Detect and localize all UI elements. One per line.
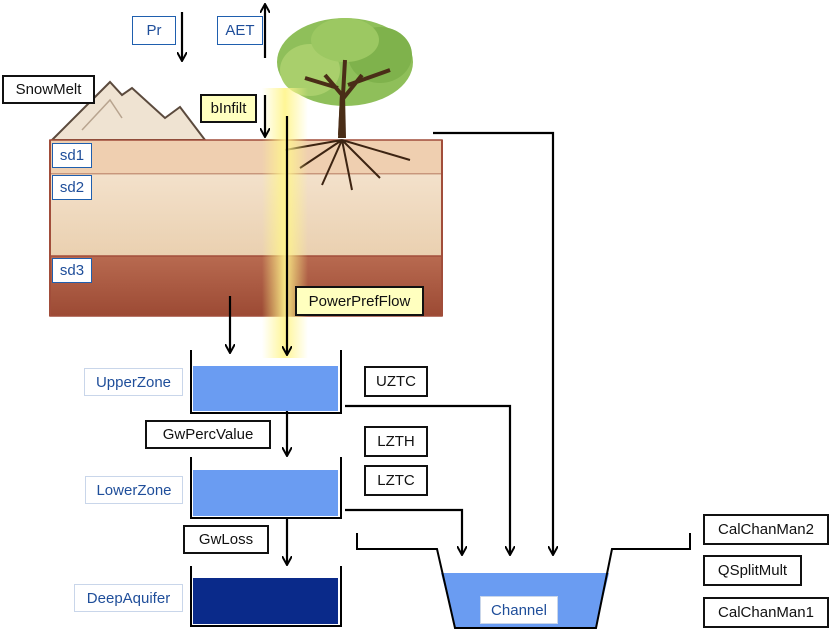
lower-to-channel-arrow [345,508,462,554]
deep-aquifer-label: DeepAquifer [74,584,183,612]
upper-to-channel-arrow [345,404,510,554]
tree-illustration [277,18,413,191]
uztc-param-label: UZTC [364,366,428,397]
snowmelt-label: SnowMelt [2,75,95,104]
loss-flux-label: GwLoss [183,525,269,554]
calchanman1-param-label: CalChanMan1 [703,597,829,628]
precip-label: Pr [132,16,176,45]
soil-layer-sd2-label: sd2 [52,175,92,200]
deep-aquifer-tank [190,566,342,627]
soil-layer-sd1-label: sd1 [52,143,92,168]
qsplitmult-param-label: QSplitMult [703,555,802,586]
preferential-flow-glow [262,88,308,358]
lzth-param-label: LZTH [364,426,428,457]
upper-zone-tank [190,350,342,414]
lower-zone-label: LowerZone [85,476,183,504]
infiltration-label: bInfilt [200,94,257,123]
channel-label: Channel [480,596,558,624]
lower-zone-tank [190,457,342,519]
soil-profile [49,139,443,317]
flow-arrows [182,5,553,564]
surface-runoff-arrow [433,131,553,554]
preferential-flow-label: PowerPrefFlow [295,286,424,316]
lztc-param-label: LZTC [364,465,428,496]
soil-layer-sd3-label: sd3 [52,258,92,283]
mountains-illustration [49,80,208,141]
perc-flux-label: GwPercValue [145,420,271,449]
calchanman2-param-label: CalChanMan2 [703,514,829,545]
upper-zone-label: UpperZone [84,368,183,396]
aet-label: AET [217,16,263,45]
